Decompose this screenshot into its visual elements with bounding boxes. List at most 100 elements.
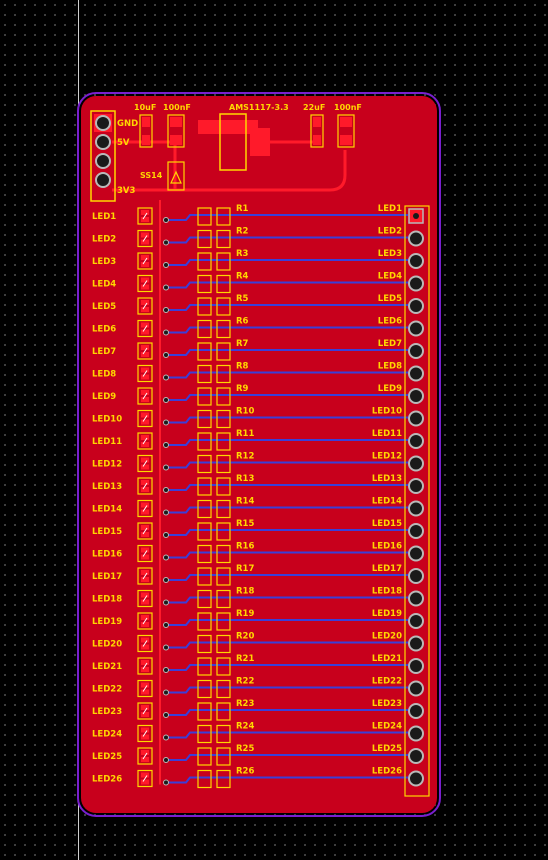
header-pin-label-3v3: 3V3 — [117, 186, 135, 196]
led-outline — [137, 297, 153, 315]
connector-pin-hole — [413, 213, 419, 219]
connector-label: LED3 — [378, 249, 402, 259]
connector-label: LED5 — [378, 294, 402, 304]
via — [163, 779, 169, 786]
led-pad — [141, 412, 149, 418]
resistor-label: R26 — [236, 767, 254, 777]
resistor-pad — [216, 747, 231, 766]
led-pad — [141, 217, 149, 222]
resistor-pad — [216, 567, 231, 586]
via — [163, 217, 169, 223]
led-pad — [141, 480, 149, 485]
connector-pin — [408, 770, 424, 787]
via — [163, 442, 169, 448]
led-polarity-mark — [142, 325, 148, 332]
connector-label: LED24 — [372, 722, 402, 732]
led-label: LED15 — [92, 527, 122, 537]
resistor-label: R14 — [236, 497, 254, 507]
led-label: LED17 — [92, 572, 122, 582]
connector-label: LED14 — [372, 497, 402, 507]
connector-pin — [408, 433, 424, 449]
connector-label: LED6 — [378, 317, 402, 327]
led-outline — [137, 342, 153, 360]
connector-label: LED2 — [378, 227, 402, 237]
resistor-pad — [197, 274, 212, 294]
led-outline — [137, 747, 153, 765]
bottom-trace — [166, 281, 408, 289]
led-polarity-mark — [142, 730, 148, 737]
led-label: LED12 — [92, 460, 122, 470]
connector-pin — [408, 568, 424, 584]
header-pin-label-gnd: GND — [117, 119, 138, 129]
resistor-pad — [197, 207, 212, 226]
via — [163, 329, 169, 336]
led-outline — [137, 409, 153, 428]
led-pad — [141, 239, 149, 245]
resistor-pad — [216, 522, 231, 541]
resistor-label: R5 — [236, 294, 249, 304]
led-polarity-mark — [142, 415, 148, 422]
cap1-label: 10uF — [134, 103, 156, 112]
connector-pin — [408, 590, 424, 607]
led-pad — [141, 277, 149, 283]
resistor-pad — [197, 342, 212, 361]
led-pad — [141, 307, 149, 312]
bottom-trace — [166, 754, 408, 761]
resistor-pad — [216, 319, 231, 339]
header-pin-4 — [95, 172, 111, 188]
bottom-trace — [166, 236, 408, 244]
led-pad — [141, 435, 149, 440]
led-outline — [137, 229, 153, 248]
led-polarity-mark — [142, 527, 148, 535]
connector-label: LED18 — [372, 587, 402, 597]
led-polarity-mark — [142, 302, 148, 310]
resistor-label: R15 — [236, 519, 254, 529]
resistor-pad — [216, 612, 231, 631]
led-pad — [141, 599, 149, 605]
led-pad — [141, 352, 149, 357]
resistor-pad — [197, 567, 212, 586]
bottom-trace — [166, 439, 408, 446]
led-polarity-mark — [142, 572, 148, 580]
led-outline — [137, 679, 153, 698]
resistor-pad — [197, 252, 212, 271]
led-pad — [141, 419, 149, 425]
led-label: LED18 — [92, 595, 122, 605]
resistor-pad — [197, 409, 212, 429]
via — [163, 532, 169, 538]
copper-pour — [81, 96, 437, 813]
led-pad — [141, 397, 149, 402]
led-polarity-mark — [142, 550, 148, 557]
led-pad — [141, 322, 149, 328]
resistor-pad — [197, 364, 212, 384]
resistor-pad — [216, 252, 231, 271]
led-polarity-mark — [142, 280, 148, 287]
resistor-pad — [197, 747, 212, 766]
resistor-pad — [197, 679, 212, 699]
led-label: LED2 — [92, 235, 116, 245]
connector-label: LED8 — [378, 362, 402, 372]
led-label: LED14 — [92, 505, 122, 515]
led-label: LED23 — [92, 707, 122, 717]
led-outline — [137, 319, 153, 338]
led-polarity-mark — [142, 685, 148, 692]
connector-label: LED7 — [378, 339, 402, 349]
via — [163, 352, 169, 358]
led-outline — [137, 454, 153, 473]
resistor-pad — [197, 589, 212, 609]
led-outline — [137, 634, 153, 653]
connector-label: LED13 — [372, 474, 402, 484]
led-pad — [141, 487, 149, 492]
via — [163, 262, 169, 268]
cap-100nf-1 — [167, 114, 185, 148]
via — [163, 757, 169, 763]
